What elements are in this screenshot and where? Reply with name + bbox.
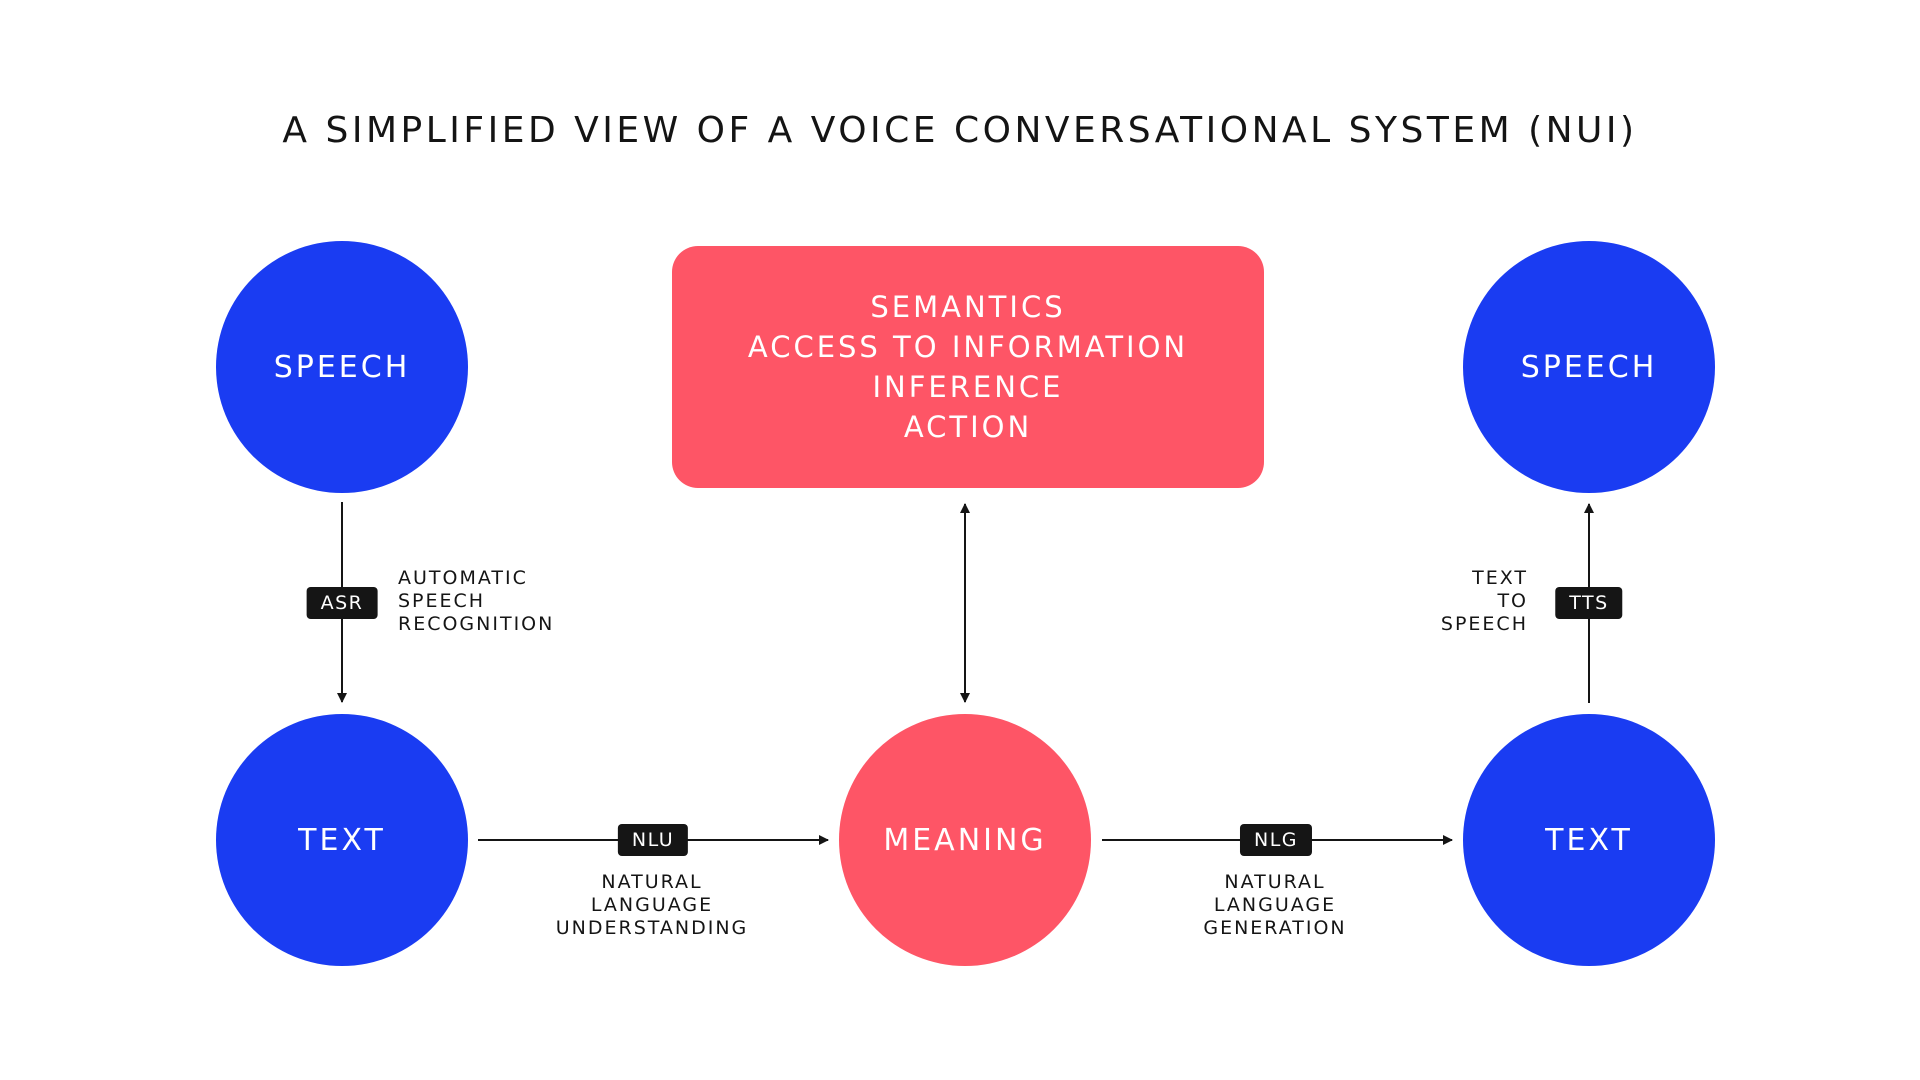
text-output-node: TEXT bbox=[1463, 714, 1715, 966]
tts-description-line: TEXT bbox=[1472, 567, 1528, 589]
nlg-description-line: LANGUAGE bbox=[1213, 894, 1337, 916]
asr-description-line: SPEECH bbox=[398, 590, 486, 612]
nlu-badge: NLU bbox=[617, 824, 689, 856]
text-input-label: TEXT bbox=[298, 822, 386, 858]
text-output-label: TEXT bbox=[1545, 822, 1633, 858]
speech-output-label: SPEECH bbox=[1520, 349, 1658, 385]
speech-input-node: SPEECH bbox=[216, 241, 468, 493]
nlu-description-line: LANGUAGE bbox=[590, 894, 714, 916]
semantics-line: ACTION bbox=[903, 410, 1033, 444]
speech-input-label: SPEECH bbox=[273, 349, 411, 385]
asr-badge: ASR bbox=[306, 587, 378, 619]
meaning-node: MEANING bbox=[839, 714, 1091, 966]
nlg-description: NATURAL LANGUAGE GENERATION bbox=[1203, 871, 1346, 940]
nlg-description-line: GENERATION bbox=[1203, 917, 1347, 939]
text-input-node: TEXT bbox=[216, 714, 468, 966]
semantics-line: INFERENCE bbox=[872, 370, 1064, 404]
asr-description-line: RECOGNITION bbox=[398, 613, 555, 635]
nlu-description: NATURAL LANGUAGE UNDERSTANDING bbox=[556, 871, 749, 940]
nlu-description-line: NATURAL bbox=[601, 871, 703, 893]
diagram-title: A SIMPLIFIED VIEW OF A VOICE CONVERSATIO… bbox=[282, 110, 1638, 151]
speech-output-node: SPEECH bbox=[1463, 241, 1715, 493]
tts-badge: TTS bbox=[1555, 587, 1623, 619]
nlu-description-line: UNDERSTANDING bbox=[555, 917, 749, 939]
tts-description: TEXT TO SPEECH bbox=[1441, 567, 1528, 636]
semantics-line: ACCESS TO INFORMATION bbox=[747, 330, 1189, 364]
semantics-line: SEMANTICS bbox=[870, 290, 1066, 324]
semantics-box: SEMANTICS ACCESS TO INFORMATION INFERENC… bbox=[672, 246, 1264, 488]
nlg-description-line: NATURAL bbox=[1224, 871, 1326, 893]
nlg-badge: NLG bbox=[1239, 824, 1313, 856]
asr-description-line: AUTOMATIC bbox=[398, 567, 528, 589]
asr-description: AUTOMATIC SPEECH RECOGNITION bbox=[398, 567, 554, 636]
tts-description-line: TO bbox=[1497, 590, 1528, 612]
meaning-label: MEANING bbox=[883, 822, 1047, 858]
tts-description-line: SPEECH bbox=[1440, 613, 1528, 635]
